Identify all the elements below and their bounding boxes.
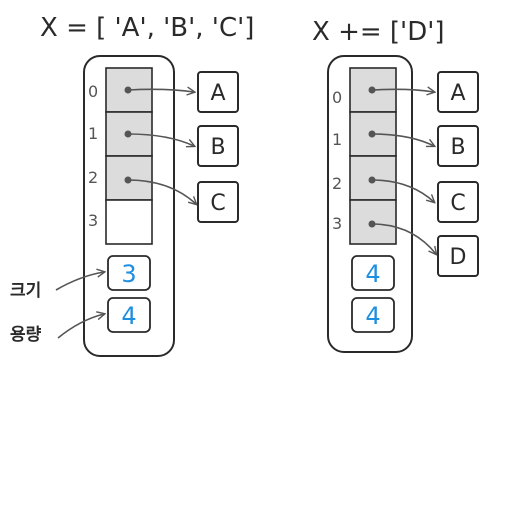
- capacity-label-arrow: [57, 314, 104, 339]
- right-size-box: [351, 255, 395, 291]
- size-label: 크기: [10, 281, 41, 301]
- left-target-box-c: [197, 181, 239, 223]
- right-index-1: 1: [332, 130, 342, 149]
- size-label-arrow: [55, 272, 104, 291]
- capacity-label: 용량: [10, 325, 42, 345]
- right-target-box-d: [437, 235, 479, 277]
- left-target-box-a: [197, 71, 239, 113]
- right-arrow-2: [371, 179, 434, 202]
- right-arrow-1: [371, 133, 434, 146]
- left-title: X = [ 'A', 'B', 'C']: [40, 13, 254, 43]
- left-capacity-box: [107, 297, 151, 333]
- left-slot-3: [105, 199, 153, 245]
- left-panel: X = [ 'A', 'B', 'C'] 0 1 2 3 A B C 3 4: [10, 13, 254, 357]
- right-target-box-b: [437, 125, 479, 167]
- left-arrow-2: [127, 179, 196, 204]
- right-capacity-box: [351, 297, 395, 333]
- left-index-0: 0: [88, 82, 98, 101]
- right-target-box-c: [437, 181, 479, 223]
- right-title: X += ['D']: [312, 17, 445, 47]
- right-size-value: 4: [365, 260, 380, 288]
- left-target-label-a: A: [210, 81, 225, 106]
- left-arrow-1: [127, 133, 194, 146]
- left-size-value: 3: [121, 260, 136, 288]
- right-target-label-a: A: [450, 81, 465, 106]
- right-capacity-value: 4: [365, 302, 380, 330]
- left-capacity-value: 4: [121, 302, 136, 330]
- right-index-3: 3: [332, 214, 342, 233]
- right-index-2: 2: [332, 174, 342, 193]
- right-target-label-d: D: [450, 245, 467, 270]
- right-panel: X += ['D'] 0 1 2 3 A B C D 4: [312, 17, 479, 353]
- left-arrow-0: [127, 89, 194, 92]
- left-index-2: 2: [88, 168, 98, 187]
- right-slot-3: [349, 199, 397, 245]
- left-target-label-b: B: [210, 135, 225, 160]
- left-size-box: [107, 255, 151, 291]
- right-target-label-c: C: [450, 191, 465, 216]
- left-index-3: 3: [88, 211, 98, 230]
- right-index-0: 0: [332, 88, 342, 107]
- right-arrow-0: [371, 89, 434, 92]
- right-target-label-b: B: [450, 135, 465, 160]
- left-target-box-b: [197, 125, 239, 167]
- left-target-label-c: C: [210, 191, 225, 216]
- right-arrow-3: [371, 223, 436, 254]
- right-target-box-a: [437, 71, 479, 113]
- left-index-1: 1: [88, 124, 98, 143]
